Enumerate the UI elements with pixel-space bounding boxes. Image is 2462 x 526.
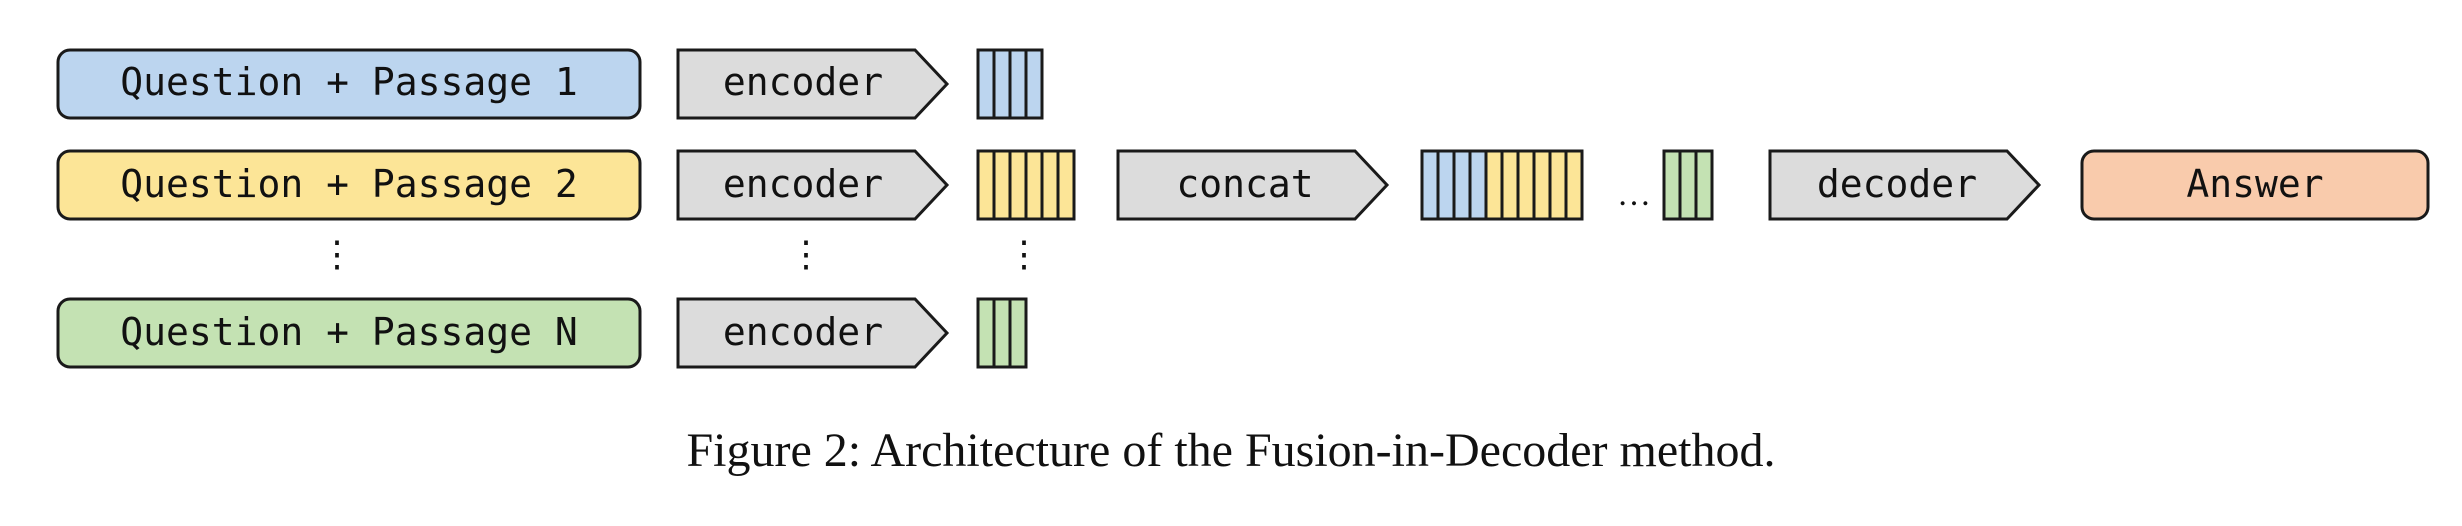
token-cell [1662, 149, 1682, 221]
concat-token-cell [1516, 149, 1536, 221]
concat-token-cell [1468, 149, 1488, 221]
token-cell [976, 48, 996, 120]
token-cell [992, 297, 1012, 369]
token-cell [992, 149, 1012, 221]
input-label-2: Question + Passage 2 [120, 162, 578, 206]
decoder-block [1768, 149, 2042, 221]
input-row-2: Question + Passage 2 encoder concat … de… [56, 149, 2430, 221]
concat-token-cell [1420, 149, 1440, 221]
token-cell [976, 297, 996, 369]
decoder-label: decoder [1817, 162, 1977, 206]
vertical-ellipsis-inputs: ⋮ [319, 234, 355, 274]
token-cell [1008, 297, 1028, 369]
input-box-2 [56, 149, 642, 221]
horizontal-ellipsis: … [1617, 176, 1651, 213]
token-cell [1678, 149, 1698, 221]
input-box-1 [56, 48, 642, 120]
token-cell [1008, 48, 1028, 120]
concat-token-cell [1436, 149, 1456, 221]
encoder-block-1 [676, 48, 950, 120]
concat-token-cell [1532, 149, 1552, 221]
figure-caption: Figure 2: Architecture of the Fusion-in-… [686, 424, 1775, 477]
concatenated-tokens [1420, 149, 1584, 221]
encoder-label-n: encoder [723, 310, 883, 354]
encoder-block-2 [676, 149, 950, 221]
token-cell [1694, 149, 1714, 221]
token-cell [992, 48, 1012, 120]
concatenated-tokens-n [1662, 149, 1714, 221]
token-cell [976, 149, 996, 221]
concat-token-cell [1484, 149, 1504, 221]
input-row-n: Question + Passage N encoder [56, 297, 1028, 369]
concat-token-cell [1452, 149, 1472, 221]
input-label-1: Question + Passage 1 [120, 60, 578, 104]
vertical-ellipsis-tokens: ⋮ [1006, 234, 1042, 274]
token-cell [1024, 149, 1044, 221]
answer-label: Answer [2186, 162, 2323, 206]
token-cell [1040, 149, 1060, 221]
encoded-tokens-n [976, 297, 1028, 369]
encoder-label-2: encoder [723, 162, 883, 206]
input-label-n: Question + Passage N [120, 310, 578, 354]
encoder-label-1: encoder [723, 60, 883, 104]
input-box-n [56, 297, 642, 369]
answer-box [2080, 149, 2430, 221]
token-cell [1008, 149, 1028, 221]
input-row-1: Question + Passage 1 encoder [56, 48, 1044, 120]
encoded-tokens-2 [976, 149, 1076, 221]
concat-token-cell [1564, 149, 1584, 221]
concat-token-cell [1500, 149, 1520, 221]
token-cell [1056, 149, 1076, 221]
token-cell [1024, 48, 1044, 120]
concat-block [1116, 149, 1390, 221]
concat-token-cell [1548, 149, 1568, 221]
encoder-block-n [676, 297, 950, 369]
concat-label: concat [1176, 162, 1313, 206]
encoded-tokens-1 [976, 48, 1044, 120]
vertical-ellipsis-encoders: ⋮ [788, 234, 824, 274]
